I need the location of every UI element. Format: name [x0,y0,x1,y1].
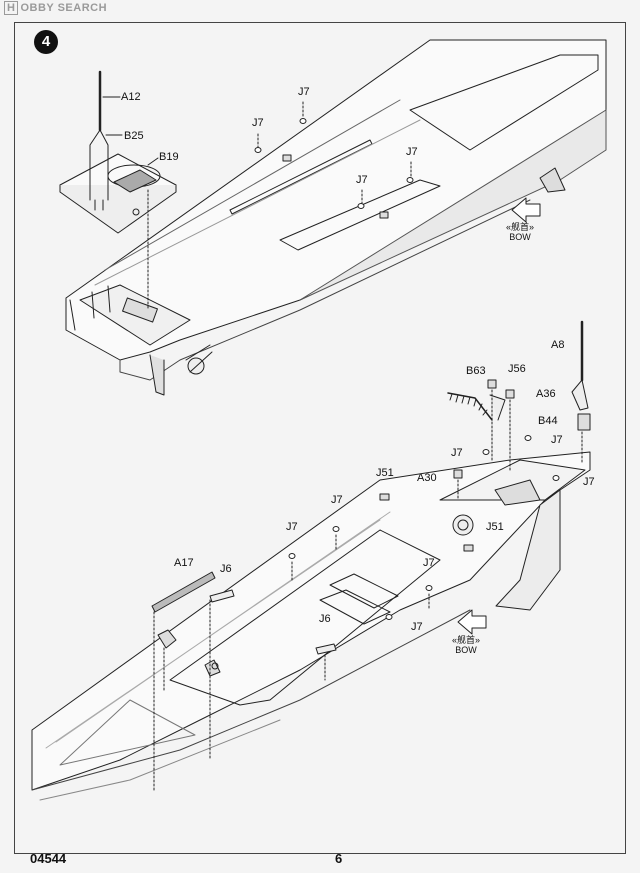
bow-marker-cn: «舰首» [452,635,481,645]
part-label-a36: A36 [536,388,556,400]
part-label-j7: J7 [583,476,595,488]
bow-marker-cn: «舰首» [506,222,535,232]
part-label-b19: B19 [159,151,179,163]
bow-marker-bottom: «舰首» BOW [452,635,480,655]
part-label-j7: J7 [451,447,463,459]
part-label-b25: B25 [124,130,144,142]
part-label-a12: A12 [121,91,141,103]
page-number: 6 [335,851,343,866]
product-code: 04544 [30,851,67,866]
part-label-b63: B63 [466,365,486,377]
part-label-a17: A17 [174,557,194,569]
part-label-j7: J7 [423,557,435,569]
step-number-badge: 4 [34,30,58,54]
bow-marker-en: BOW [455,645,477,655]
page-border [14,22,626,854]
part-label-j7: J7 [252,117,264,129]
part-label-j6: J6 [319,613,331,625]
bow-marker-top: «舰首» BOW [506,222,534,242]
part-label-j7: J7 [551,434,563,446]
part-label-b44: B44 [538,415,558,427]
part-label-a8: A8 [551,339,565,351]
part-label-j51: J51 [486,521,504,533]
part-label-j56: J56 [508,363,526,375]
part-label-j7: J7 [331,494,343,506]
part-label-j51: J51 [376,467,394,479]
part-label-a30: A30 [417,472,437,484]
bow-marker-en: BOW [509,232,531,242]
part-label-j7: J7 [356,174,368,186]
bottom-hull-drawing [31,320,591,801]
part-label-j7: J7 [411,621,423,633]
part-label-j7: J7 [406,146,418,158]
part-label-j6: J6 [220,563,232,575]
part-label-j7: J7 [286,521,298,533]
top-hull-drawing [59,39,607,396]
part-label-j7: J7 [298,86,310,98]
